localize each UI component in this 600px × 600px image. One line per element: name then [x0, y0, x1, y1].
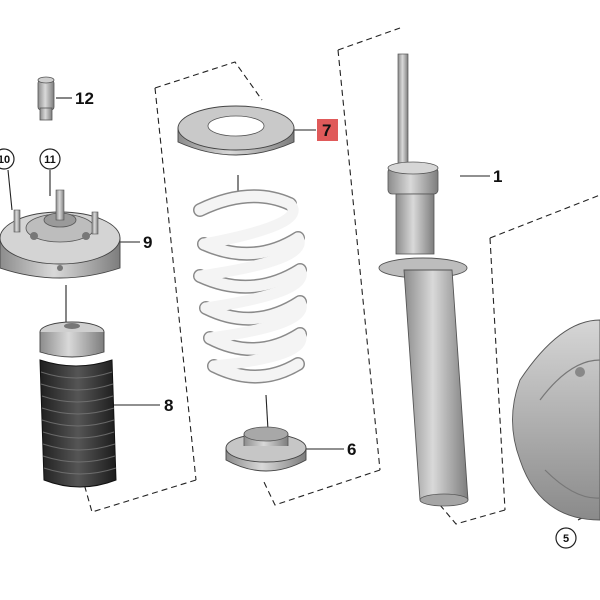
- callout-12[interactable]: 12: [75, 89, 94, 108]
- callout-1[interactable]: 1: [493, 167, 502, 186]
- callout-9[interactable]: 9: [143, 233, 152, 252]
- part-1-shock-absorber: [378, 53, 469, 507]
- callout-10[interactable]: 10: [0, 154, 10, 166]
- coil-spring: [193, 189, 307, 384]
- callout-10-circle: [0, 148, 15, 170]
- callout-11[interactable]: 11: [44, 154, 56, 166]
- part-6-lower-spring-pad: [225, 426, 307, 472]
- part-12-bolt: [37, 76, 55, 121]
- callout-7[interactable]: 7: [322, 121, 331, 140]
- callout-5[interactable]: 5: [563, 533, 569, 545]
- part-9-strut-mount: [0, 189, 121, 279]
- callout-7-highlight: [317, 119, 338, 141]
- part-8-dust-boot: [39, 321, 117, 488]
- part-5-bracket: [512, 319, 600, 521]
- callout-6[interactable]: 6: [347, 440, 356, 459]
- part-7-upper-spring-pad: [177, 105, 295, 156]
- callout-5-circle: [555, 527, 577, 549]
- callout-8[interactable]: 8: [164, 396, 173, 415]
- callout-11-circle: [39, 148, 61, 170]
